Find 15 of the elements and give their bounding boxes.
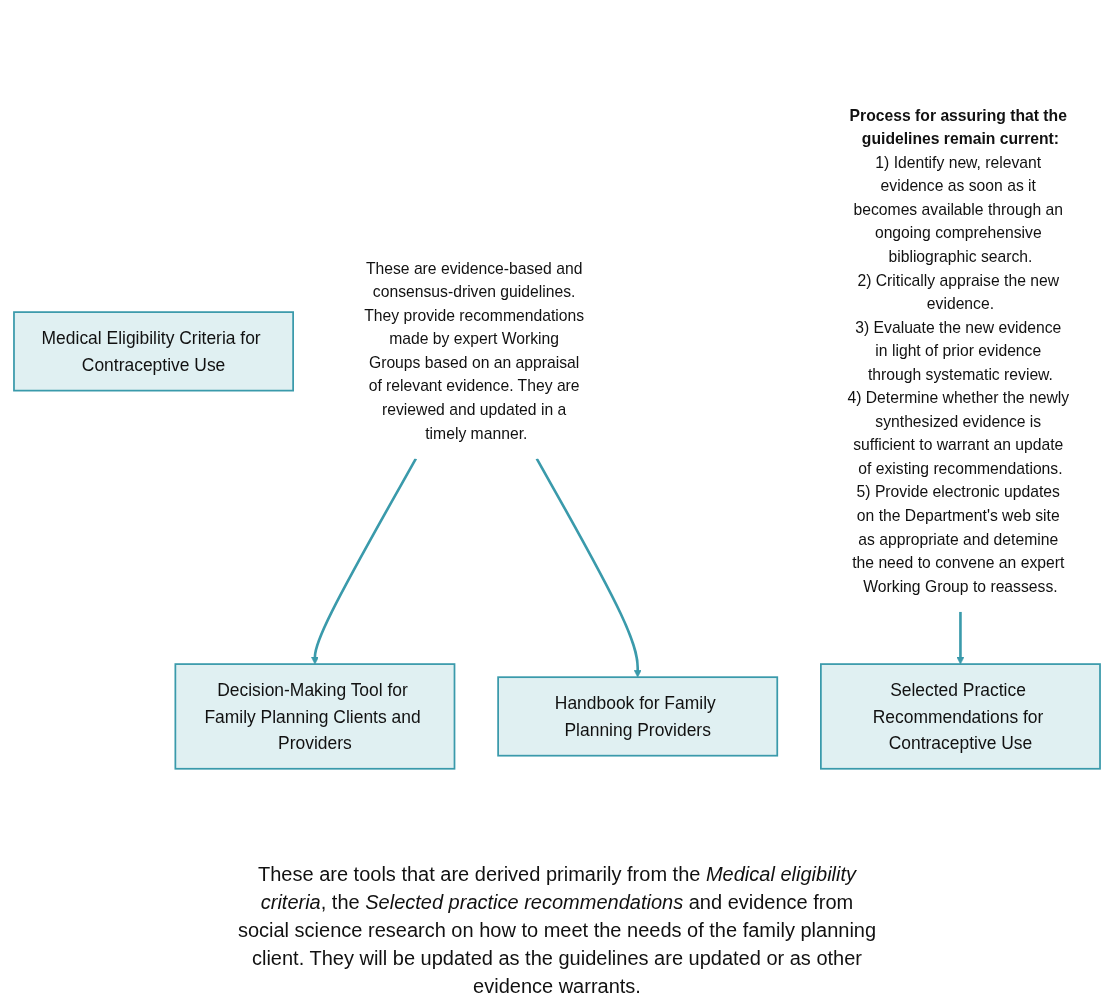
document-box: Decision-Making Tool for Family Planning Clients and Providers: [174, 663, 456, 770]
document-box: Handbook for Family Planning Providers: [497, 676, 779, 757]
node-label: 5) Provide electronic updates on the Department's web site as appropriate and detemine the need to convene an expert Working Group to reassess.: [852, 483, 1065, 596]
node-label: Process for assuring that the guidelines remain current:: [849, 106, 1067, 148]
node-label: 2) Critically appraise the new evidence.: [857, 271, 1060, 313]
note-text: These are tools that are derived primarily from the Medical eligibility criteria, the Selected practice recommendations and evidence from social science research on how to meet the needs of the family planning client. They will be updated as the guidelines are updated or as other evidence warrants.: [237, 862, 877, 999]
node-label: 3) Evaluate the new evidence in light of prior evidence through systematic review.: [855, 318, 1062, 384]
document-box: Selected Practice Recommendations for Contraceptive Use: [820, 663, 1101, 770]
node-label: 4) Determine whether the newly synthesized evidence is sufficient to warrant an update of existing recommendations.: [847, 389, 1070, 478]
node-label: These are evidence-based and consensus-driven guidelines. They provide recommendations made by expert Working Groups based on an appraisal of relevant evidence. They are reviewed and updated in a timely manner.: [364, 259, 585, 443]
document-box: Medical Eligibility Criteria for Contraceptive Use: [13, 311, 294, 392]
arrow: [956, 611, 965, 665]
node-label: 1) Identify new, relevant evidence as soon as it becomes available through an ongoing comprehensive bibliographic search.: [853, 153, 1064, 266]
arrow: [311, 458, 418, 665]
arrow: [535, 458, 642, 678]
